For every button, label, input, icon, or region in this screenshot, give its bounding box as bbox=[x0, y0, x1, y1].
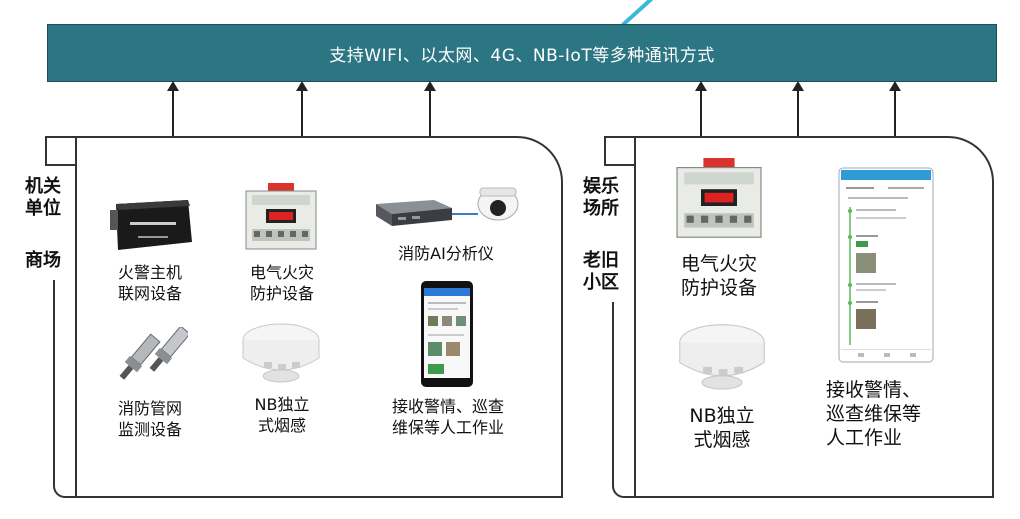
arrow-up bbox=[167, 81, 179, 136]
arrow-up bbox=[889, 81, 901, 136]
arrow-up bbox=[792, 81, 804, 136]
arrow-up bbox=[296, 81, 308, 136]
category-label: 机关单位 bbox=[25, 176, 61, 219]
category-label: 商场 bbox=[25, 250, 61, 271]
smoke-detector-icon bbox=[242, 323, 320, 383]
banner-text: 支持WIFI、以太网、4G、NB-IoT等多种通讯方式 bbox=[329, 45, 715, 66]
device-label: NB独立 式烟感 bbox=[254, 395, 310, 435]
device-label: 消防管网 监测设备 bbox=[117, 399, 182, 439]
arrow-up bbox=[695, 81, 707, 136]
electrical-module-icon bbox=[676, 158, 762, 238]
arrow-up bbox=[424, 81, 436, 136]
communication-banner: 支持WIFI、以太网、4G、NB-IoT等多种通讯方式 bbox=[47, 24, 997, 82]
pressure-sensor-icon bbox=[119, 327, 188, 380]
mobile-app-icon bbox=[838, 167, 934, 363]
device-label: NB独立 式烟感 bbox=[689, 405, 755, 451]
device-label: 接收警情、巡查 维保等人工作业 bbox=[391, 397, 504, 437]
electrical-module-icon bbox=[245, 183, 317, 250]
connection-line bbox=[621, 0, 657, 27]
left-panel-side bbox=[53, 280, 79, 498]
device-label: 接收警情、 巡查维保等 人工作业 bbox=[826, 379, 922, 449]
category-label: 老旧小区 bbox=[583, 250, 619, 293]
category-label: 娱乐场所 bbox=[583, 176, 619, 219]
device-label: 消防AI分析仪 bbox=[398, 244, 494, 263]
mobile-app-icon bbox=[421, 281, 473, 387]
ai-analyzer-icon bbox=[376, 187, 519, 226]
smoke-detector-icon bbox=[679, 324, 765, 390]
device-label: 火警主机 联网设备 bbox=[117, 263, 182, 303]
left-panel-tab bbox=[45, 136, 79, 166]
right-panel-side bbox=[612, 302, 638, 498]
alarm-host-icon bbox=[110, 200, 192, 250]
device-label: 电气火灾 防护设备 bbox=[680, 253, 757, 299]
device-label: 电气火灾 防护设备 bbox=[249, 263, 314, 303]
right-panel-tab bbox=[604, 136, 638, 166]
